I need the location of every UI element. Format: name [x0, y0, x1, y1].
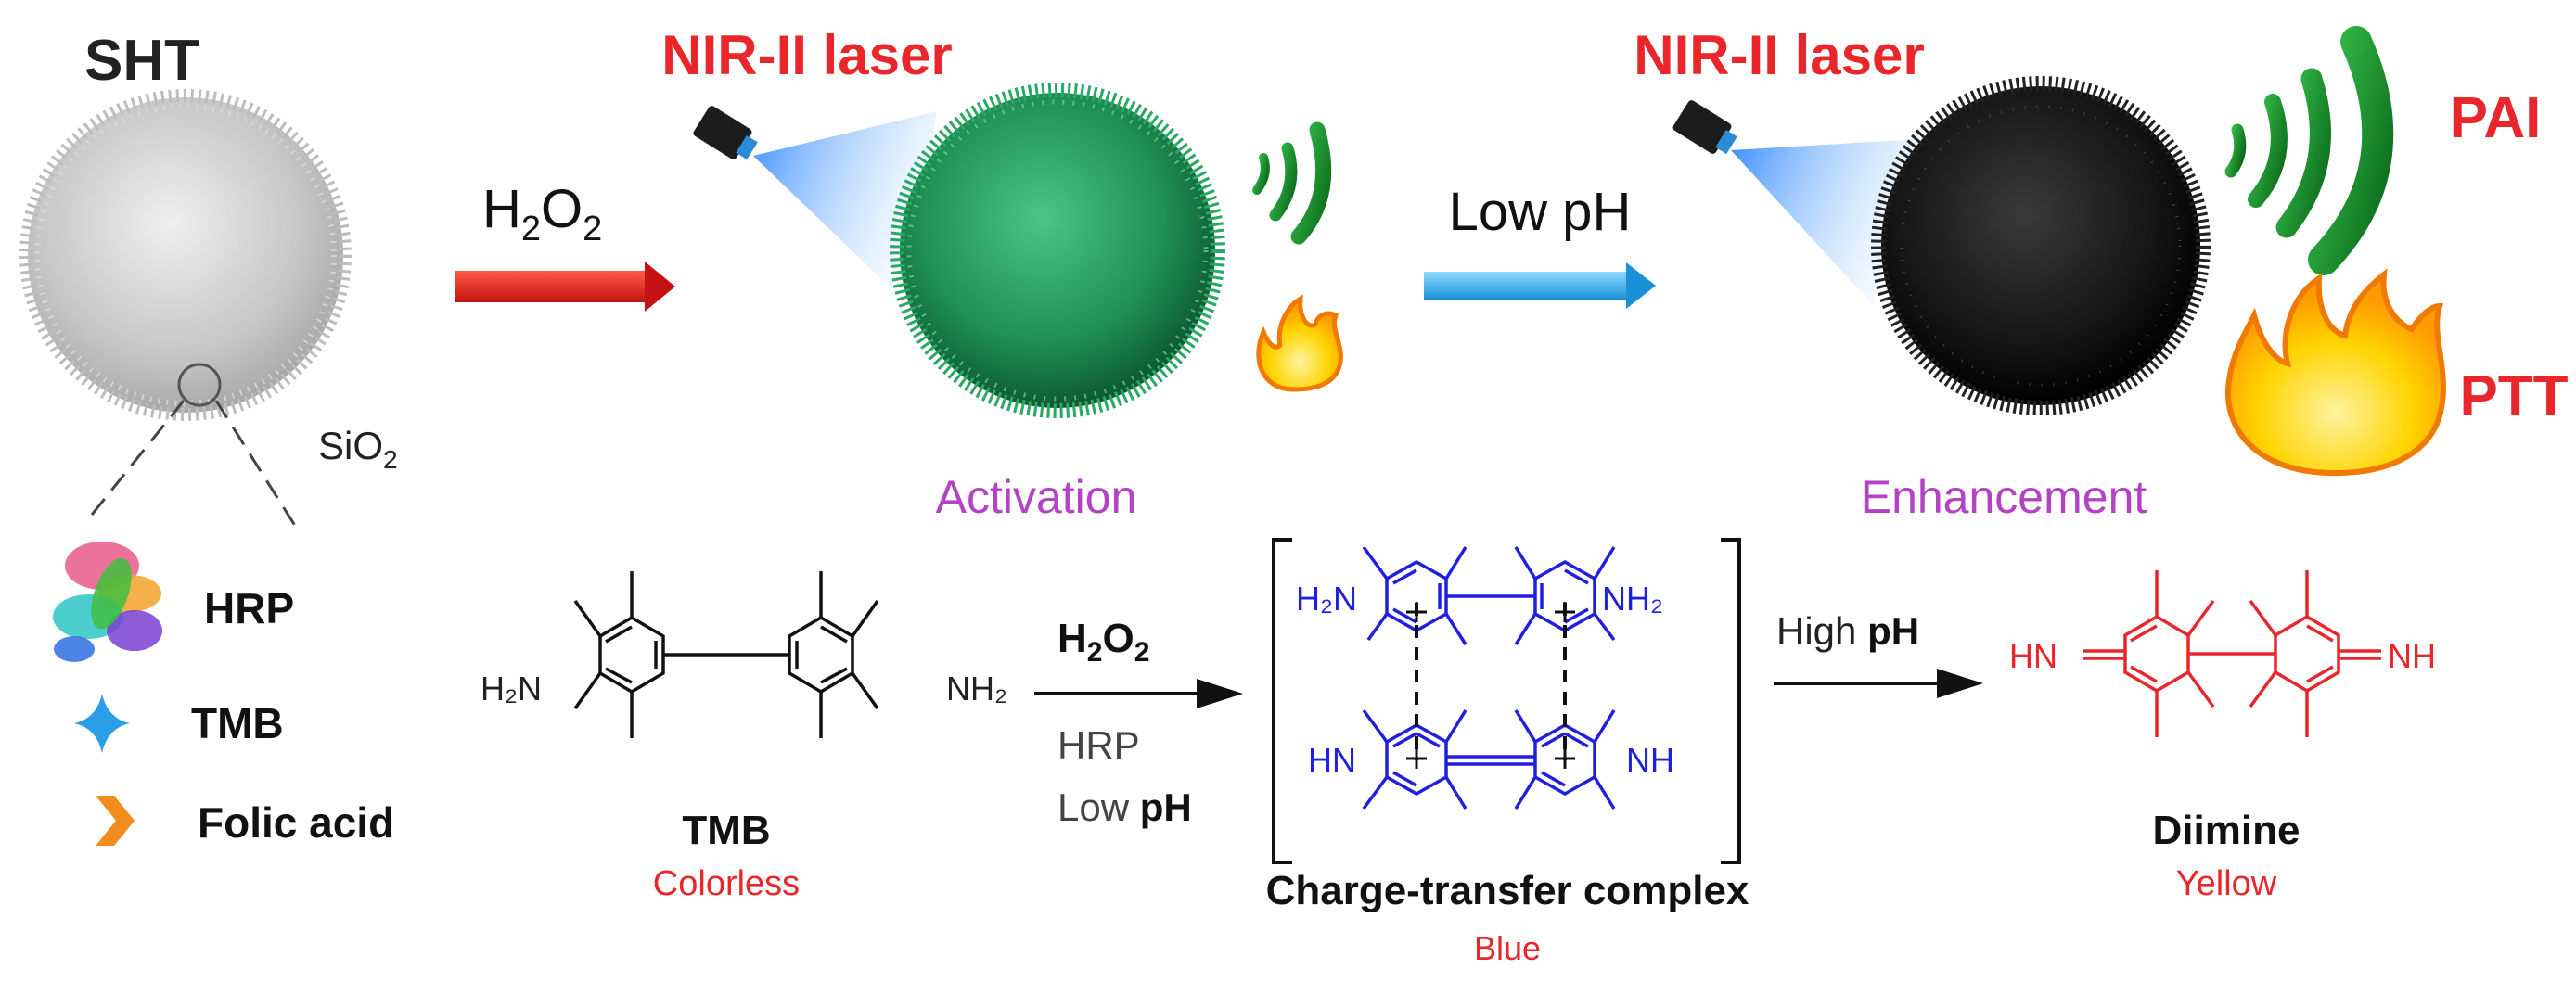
complex-bottom-right-group: NH	[1626, 741, 1674, 779]
legend-tmb: TMB	[191, 699, 284, 747]
laser-label-1: NIR-II laser	[661, 24, 952, 86]
laser-device-2	[1672, 100, 1737, 155]
charge-plus-signs	[1406, 602, 1575, 769]
activation-label: Activation	[936, 471, 1137, 523]
arrow1-h2o2: H2O2	[1057, 616, 1149, 668]
complex-top-left-group: H₂N	[1296, 580, 1357, 618]
hrp-protein-icon	[53, 542, 162, 662]
diimine-name: Diimine	[2153, 808, 2300, 853]
legend-folic-acid: Folic acid	[198, 798, 394, 847]
tmb-name: TMB	[682, 808, 770, 853]
zoom-line-left	[86, 400, 186, 520]
complex-bottom-left-group: HN	[1308, 741, 1356, 779]
flame-large-icon	[2224, 268, 2446, 477]
enhancement-label: Enhancement	[1861, 471, 2147, 523]
svg-text:SiO2: SiO2	[318, 424, 398, 474]
diimine-molecule	[2083, 570, 2381, 737]
complex-top-right-group: NH₂	[1602, 580, 1663, 618]
charge-transfer-dashes	[1415, 603, 1567, 760]
flame-small-icon	[1256, 294, 1343, 392]
h2o2-top-label: H2O2	[482, 179, 602, 249]
tmb-left-group: H₂N	[481, 670, 542, 708]
legend-hrp: HRP	[204, 584, 294, 632]
laser-label-2: NIR-II laser	[1634, 24, 1924, 86]
charge-transfer-complex	[1362, 545, 1616, 810]
h2o2-arrow	[455, 262, 675, 312]
arrow1-low-ph: Low pH	[1057, 785, 1192, 829]
laser-beam-1	[753, 111, 937, 297]
diimine-color-label: Yellow	[2176, 864, 2277, 903]
sht-label: SHT	[84, 29, 199, 93]
complex-color-label: Blue	[1474, 929, 1541, 967]
arrow2-high-ph: High pH	[1776, 609, 1919, 653]
sound-wave-large-icon	[2224, 26, 2394, 275]
diimine-right-group: NH	[2388, 637, 2436, 675]
tmb-color-label: Colorless	[653, 864, 800, 903]
low-ph-arrow	[1424, 262, 1656, 309]
reaction-arrow-1	[1034, 679, 1243, 708]
sht-nanosphere	[19, 89, 352, 421]
diimine-left-group: HN	[2009, 637, 2057, 675]
ptt-label: PTT	[2459, 364, 2568, 428]
zoom-line-right	[214, 400, 299, 529]
sio2-label: SiO2	[318, 424, 398, 474]
sound-wave-small-icon	[1252, 121, 1332, 245]
laser-device-1	[693, 106, 758, 160]
pai-label: PAI	[2450, 86, 2542, 150]
low-ph-top-label: Low pH	[1449, 182, 1632, 242]
activated-nanosphere	[890, 83, 1225, 418]
laser-beam-2	[1731, 139, 1920, 306]
arrow1-hrp: HRP	[1057, 723, 1140, 767]
tmb-molecule	[573, 571, 879, 738]
zoom-circle	[177, 363, 222, 407]
complex-name: Charge-transfer complex	[1266, 868, 1749, 913]
tmb-star-icon	[74, 694, 130, 753]
reaction-arrow-2	[1774, 669, 1983, 698]
tmb-right-group: NH₂	[946, 670, 1007, 708]
enhanced-nanosphere	[1871, 76, 2211, 415]
folic-acid-chevron-icon	[96, 796, 135, 846]
complex-brackets	[1272, 538, 1741, 864]
